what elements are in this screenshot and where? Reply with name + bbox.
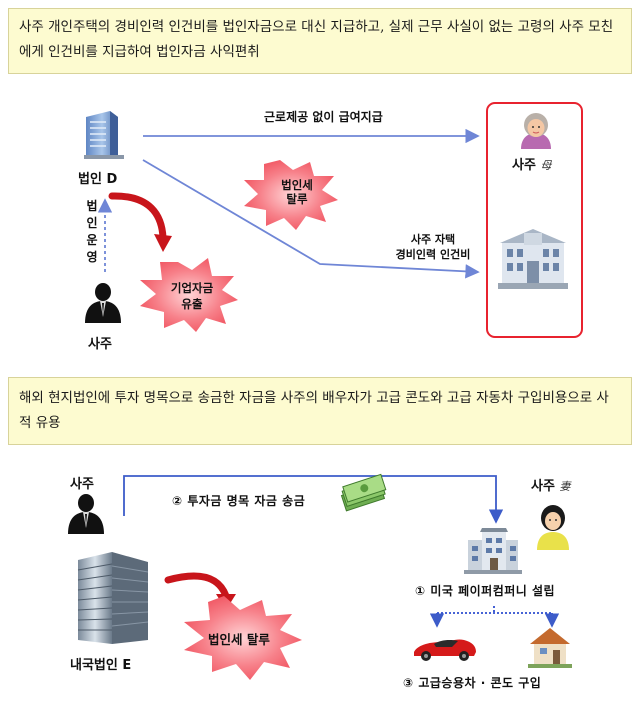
wife-label: 사주 妻 <box>531 475 570 494</box>
tax-evasion-burst-2 <box>184 596 302 680</box>
office-building-icon <box>464 528 522 574</box>
company-d-label: 법인 D <box>78 172 118 187</box>
mother-label-text: 사주 <box>512 158 536 173</box>
wife-label-text: 사주 <box>531 479 555 494</box>
salary-flow-label: 근로제공 없이 급여지급 <box>264 110 383 124</box>
mother-hanja: 母 <box>540 159 552 172</box>
tax-evasion-burst <box>244 160 338 230</box>
car-icon <box>414 639 476 661</box>
condo-icon <box>528 628 572 668</box>
wife-hanja: 妻 <box>559 480 571 493</box>
tax-evasion-label: 법인세 탈루 <box>281 178 313 206</box>
case1-description: 사주 개인주택의 경비인력 인건비를 법인자금으로 대신 지급하고, 실제 근무… <box>8 8 632 74</box>
house-icon <box>498 229 568 289</box>
building-icon <box>84 111 124 159</box>
mother-label: 사주 母 <box>512 154 551 173</box>
outflow-burst <box>140 258 238 332</box>
case2-description: 해외 현지법인에 투자 명목으로 송금한 자금을 사주의 배우자가 고급 콘도와… <box>8 377 632 445</box>
owner-icon <box>85 283 121 323</box>
wife-icon <box>537 505 569 550</box>
flow-arrow-transfer <box>123 475 504 524</box>
curved-red-arrow <box>108 192 167 242</box>
owner-label: 사주 <box>88 337 112 352</box>
outflow-label: 기업자금 유출 <box>170 281 214 311</box>
money-icon <box>340 473 387 512</box>
owner-label-2: 사주 <box>70 477 94 492</box>
purchase-label: ③ 고급승용차 · 콘도 구입 <box>403 676 542 690</box>
transfer-label: ② 투자금 명목 자금 송금 <box>172 494 306 508</box>
operation-label: 법인운영 <box>86 199 98 264</box>
company-e-label: 내국법인 E <box>70 658 132 673</box>
skyscraper-icon <box>77 552 149 644</box>
owner-icon-2 <box>68 494 104 534</box>
tax-evasion-label-2: 법인세 탈루 <box>208 632 270 647</box>
paper-company-label: ① 미국 페이퍼컴퍼니 설립 <box>415 584 556 598</box>
recipient-box <box>486 102 583 338</box>
house-wage-label: 사주 자택 경비인력 인건비 <box>395 233 471 261</box>
mother-icon <box>521 113 551 149</box>
flow-arrow-house-wage <box>142 159 480 279</box>
curved-red-arrow-2 <box>164 572 230 600</box>
